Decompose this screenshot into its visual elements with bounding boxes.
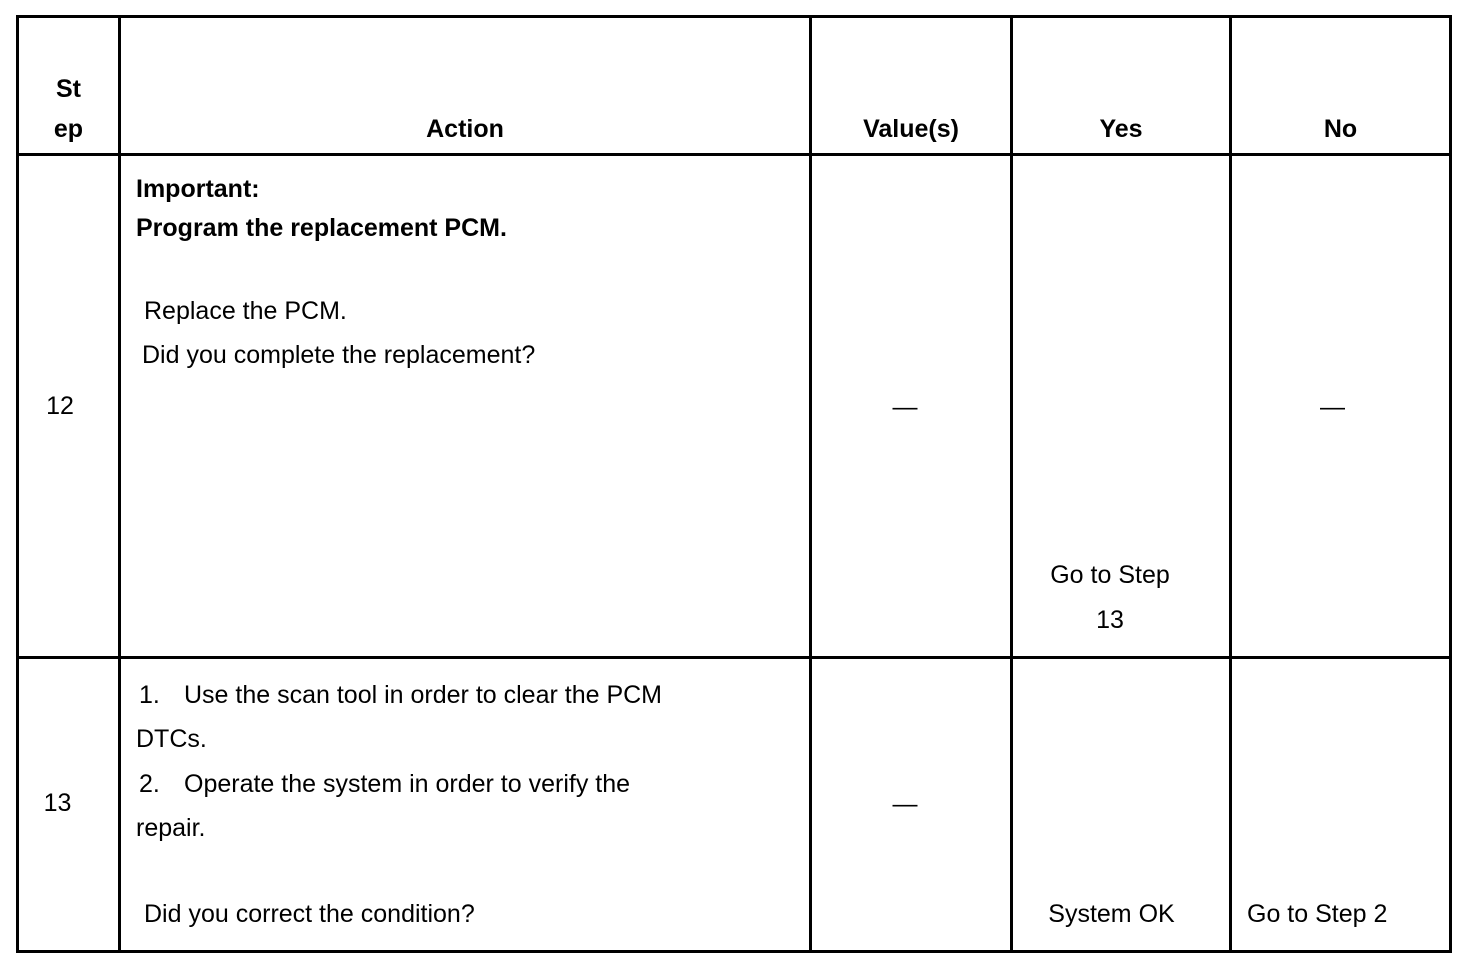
row-12-value: — <box>892 393 918 421</box>
row-13-yes: System OK <box>1048 900 1175 928</box>
row-12-important-label: Important: <box>136 175 260 203</box>
row-13-no: Go to Step 2 <box>1247 900 1388 928</box>
column-divider-values <box>1010 15 1013 953</box>
column-divider-yes <box>1229 15 1232 953</box>
row-12-yes-line2: 13 <box>1096 606 1124 634</box>
column-divider-action <box>809 15 812 953</box>
header-no: No <box>1323 115 1358 143</box>
header-divider <box>16 153 1452 156</box>
row-13-value: — <box>892 790 918 818</box>
row-12-action-line2: Did you complete the replacement? <box>142 341 536 369</box>
row-13-item1-number: 1. <box>139 681 160 709</box>
row-12-important-text: Program the replacement PCM. <box>136 214 507 242</box>
row-12-yes-line1: Go to Step <box>1050 561 1170 589</box>
header-values: Value(s) <box>863 115 959 143</box>
table-border-bottom <box>16 950 1452 953</box>
row-13-item2-number: 2. <box>139 770 160 798</box>
row-13-question: Did you correct the condition? <box>144 900 475 928</box>
row-13-item2-line2: repair. <box>136 814 206 842</box>
table-border-left <box>16 15 19 953</box>
row-13-item1-line2: DTCs. <box>136 725 207 753</box>
row-12-step: 12 <box>46 392 74 420</box>
row-divider <box>16 656 1452 659</box>
row-13-step: 13 <box>43 789 72 817</box>
header-yes: Yes <box>1099 115 1143 143</box>
row-12-no: — <box>1320 393 1345 421</box>
column-divider-step <box>118 15 121 953</box>
row-12-action-line1: Replace the PCM. <box>144 297 347 325</box>
header-step-line1: St <box>56 75 81 103</box>
table-border-top <box>16 15 1452 18</box>
row-13-item1-line1: Use the scan tool in order to clear the … <box>184 681 663 709</box>
header-step-line2: ep <box>53 115 84 143</box>
table-border-right <box>1449 15 1452 953</box>
row-13-item2-line1: Operate the system in order to verify th… <box>184 770 631 798</box>
header-action: Action <box>426 115 504 143</box>
